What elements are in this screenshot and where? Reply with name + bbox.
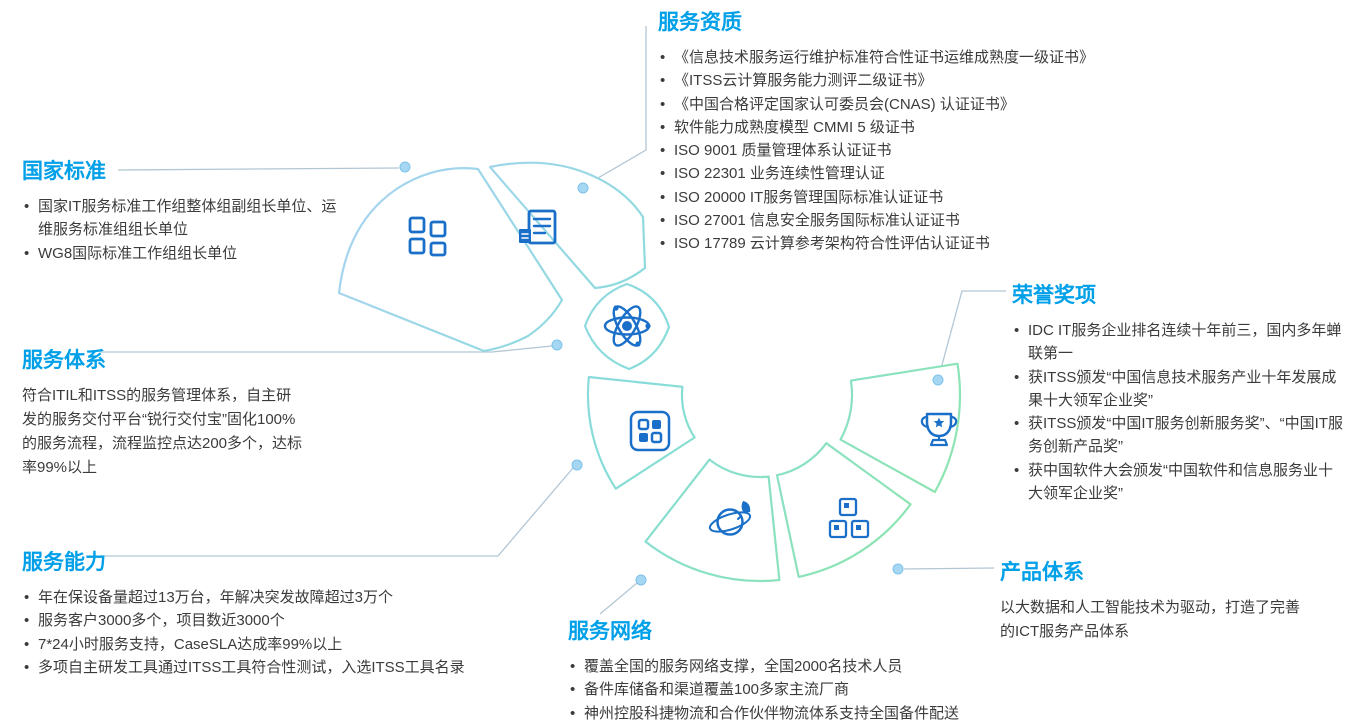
section-title: 服务能力 (22, 551, 106, 574)
list-item: ISO 22301 业务连续性管理认证 (658, 162, 1238, 186)
segment-product-system (775, 442, 912, 578)
list-item: 获ITSS颁发“中国IT服务创新服务奖”、“中国IT服务创新产品奖” (1012, 412, 1344, 459)
section-honors-awards: 荣誉奖项 IDC IT服务企业排名连续十年前三，国内多年蝉联第一获ITSS颁发“… (1012, 279, 1344, 505)
list-item: 服务客户3000多个，项目数近3000个 (22, 609, 522, 633)
list-item: 软件能力成熟度模型 CMMI 5 级证书 (658, 116, 1238, 140)
section-service-capability: 服务能力 年在保设备量超过13万台，年解决突发故障超过3万个服务客户3000多个… (22, 546, 522, 679)
section-title: 国家标准 (22, 160, 106, 183)
section-title: 服务体系 (22, 349, 106, 372)
atom-icon (603, 305, 651, 347)
list-item: IDC IT服务企业排名连续十年前三，国内多年蝉联第一 (1012, 319, 1344, 366)
list-item: 备件库储备和渠道覆盖100多家主流厂商 (568, 678, 988, 702)
section-text: 以大数据和人工智能技术为驱动，打造了完善的ICT服务产品体系 (1000, 599, 1301, 640)
list-item: 《信息技术服务运行维护标准符合性证书运维成熟度一级证书》 (658, 46, 1238, 70)
section-product-system: 产品体系 以大数据和人工智能技术为驱动，打造了完善的ICT服务产品体系 (1000, 556, 1310, 644)
list-item: 获中国软件大会颁发“中国软件和信息服务业十大领军企业奖” (1012, 459, 1344, 506)
segment-honors (839, 362, 962, 494)
section-text: 符合ITIL和ITSS的服务管理体系，自主研发的服务交付平台“锐行交付宝”固化1… (22, 387, 303, 476)
section-list: 国家IT服务标准工作组整体组副组长单位、运维服务标准组组长单位WG8国际标准工作… (22, 195, 337, 265)
trophy-icon (920, 412, 958, 447)
segment-service-network (644, 458, 781, 583)
segment-qualifications (488, 161, 647, 290)
list-item: ISO 27001 信息安全服务国际标准认证证书 (658, 209, 1238, 233)
section-list: 《信息技术服务运行维护标准符合性证书运维成熟度一级证书》《ITSS云计算服务能力… (658, 46, 1238, 256)
list-item: 国家IT服务标准工作组整体组副组长单位、运维服务标准组组长单位 (22, 195, 337, 242)
section-list: 覆盖全国的服务网络支撑，全国2000名技术人员备件库储备和渠道覆盖100多家主流… (568, 655, 988, 725)
rocket-orbit-icon (708, 501, 752, 536)
dot-service-system (551, 339, 563, 351)
connector-service-capability (100, 467, 574, 557)
section-title: 产品体系 (1000, 561, 1084, 584)
dot-honors-awards (932, 374, 944, 386)
section-service-network: 服务网络 覆盖全国的服务网络支撑，全国2000名技术人员备件库储备和渠道覆盖10… (568, 615, 988, 725)
boxes-icon (828, 497, 870, 539)
list-item: 神州控股科捷物流和合作伙伴物流体系支持全国备件配送 (568, 702, 988, 725)
list-item: 《中国合格评定国家认可委员会(CNAS) 认证证书》 (658, 93, 1238, 117)
connector-product-system (903, 567, 995, 570)
list-item: WG8国际标准工作组组长单位 (22, 242, 337, 266)
document-icon (519, 209, 557, 245)
dot-service-capability (571, 459, 583, 471)
section-service-system: 服务体系 符合ITIL和ITSS的服务管理体系，自主研发的服务交付平台“锐行交付… (22, 344, 306, 480)
section-title: 服务网络 (568, 620, 652, 643)
list-item: 多项自主研发工具通过ITSS工具符合性测试，入选ITSS工具名录 (22, 656, 522, 680)
connector-service-qualifications (585, 26, 647, 186)
section-list: IDC IT服务企业排名连续十年前三，国内多年蝉联第一获ITSS颁发“中国信息技… (1012, 319, 1344, 505)
section-title: 服务资质 (658, 11, 742, 34)
dot-service-qualifications (577, 182, 589, 194)
dot-national-standards (399, 161, 411, 173)
section-national-standards: 国家标准 国家IT服务标准工作组整体组副组长单位、运维服务标准组组长单位WG8国… (22, 155, 337, 265)
list-item: 年在保设备量超过13万台，年解决突发故障超过3万个 (22, 586, 522, 610)
list-item: ISO 20000 IT服务管理国际标准认证证书 (658, 186, 1238, 210)
connector-service-network (599, 582, 638, 615)
dot-product-system (892, 563, 904, 575)
list-item: ISO 17789 云计算参考架构符合性评估认证证书 (658, 232, 1238, 256)
segment-national-standards (337, 167, 564, 353)
list-item: ISO 9001 质量管理体系认证证书 (658, 139, 1238, 163)
segment-service-system (586, 375, 696, 490)
dot-service-network (635, 574, 647, 586)
list-item: 7*24小时服务支持，CaseSLA达成率99%以上 (22, 633, 522, 657)
section-list: 年在保设备量超过13万台，年解决突发故障超过3万个服务客户3000多个，项目数近… (22, 586, 522, 679)
section-title: 荣誉奖项 (1012, 284, 1096, 307)
grid-icon (408, 216, 447, 257)
list-item: 获ITSS颁发“中国信息技术服务产业十年发展成果十大领军企业奖” (1012, 366, 1344, 413)
connector-honors-awards (938, 290, 1006, 377)
section-service-qualifications: 服务资质 《信息技术服务运行维护标准符合性证书运维成熟度一级证书》《ITSS云计… (658, 6, 1238, 256)
list-item: 《ITSS云计算服务能力测评二级证书》 (658, 69, 1238, 93)
list-item: 覆盖全国的服务网络支撑，全国2000名技术人员 (568, 655, 988, 679)
segment-core-atom (583, 282, 671, 371)
qr-grid-icon (629, 410, 671, 452)
